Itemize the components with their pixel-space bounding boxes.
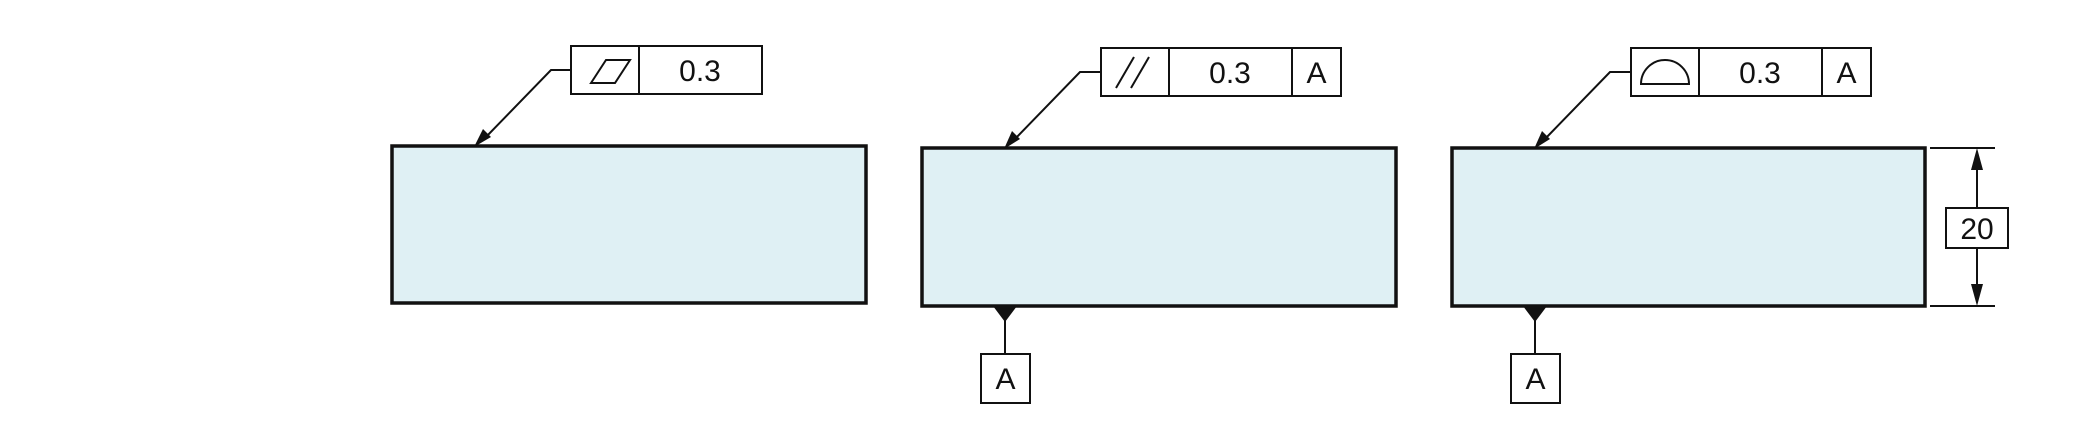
fcf-datum-cell (1821, 47, 1872, 97)
fcf-symbol-cell (570, 45, 640, 95)
feature-control-frame: 0.3 (570, 45, 763, 95)
dimension-value-box (1945, 207, 2009, 249)
dimension-value: 20 (1960, 213, 1993, 246)
datum-reference: A (1306, 57, 1326, 90)
flatness-icon (589, 59, 632, 84)
tolerance-value: 0.3 (679, 55, 721, 88)
part-block (920, 146, 1398, 308)
datum-feature-symbol: A (1510, 306, 1561, 404)
leader-arrowhead (1534, 131, 1550, 149)
datum-box (980, 353, 1031, 404)
datum-label: A (995, 363, 1015, 396)
datum-triangle (993, 306, 1017, 322)
height-dimension: 20 (1930, 147, 2009, 307)
tolerance-value: 0.3 (1209, 57, 1251, 90)
leader-line (484, 69, 571, 139)
tolerance-value: 0.3 (1739, 57, 1781, 90)
fcf-symbol-cell (1630, 47, 1700, 97)
datum-feature-symbol: A (980, 306, 1031, 404)
view-parallelism: 0.3 A A (920, 47, 1398, 404)
datum-reference: A (1836, 57, 1856, 90)
fcf-datum-cell (1291, 47, 1342, 97)
fcf-symbol-cell (1100, 47, 1170, 97)
datum-box (1510, 353, 1561, 404)
profile-of-surface-icon (1639, 59, 1691, 85)
dimension-arrowhead-bottom (1971, 284, 1983, 306)
datum-label: A (1525, 363, 1545, 396)
leader-arrowhead (1004, 131, 1020, 149)
leader-line (1013, 71, 1101, 141)
part-block (1450, 146, 1927, 308)
feature-control-frame: 0.3 A (1630, 47, 1872, 97)
view-profile-of-surface: 0.3 A A 20 (1450, 47, 2009, 404)
part-block (390, 144, 868, 305)
feature-control-frame: 0.3 A (1100, 47, 1342, 97)
datum-triangle (1523, 306, 1547, 322)
leader-line (1543, 71, 1631, 141)
leader-arrowhead (474, 129, 491, 147)
view-flatness: 0.3 (390, 45, 868, 305)
dimension-arrowhead-top (1971, 148, 1983, 170)
parallelism-icon (1115, 56, 1150, 89)
fcf-tolerance-cell (638, 45, 763, 95)
